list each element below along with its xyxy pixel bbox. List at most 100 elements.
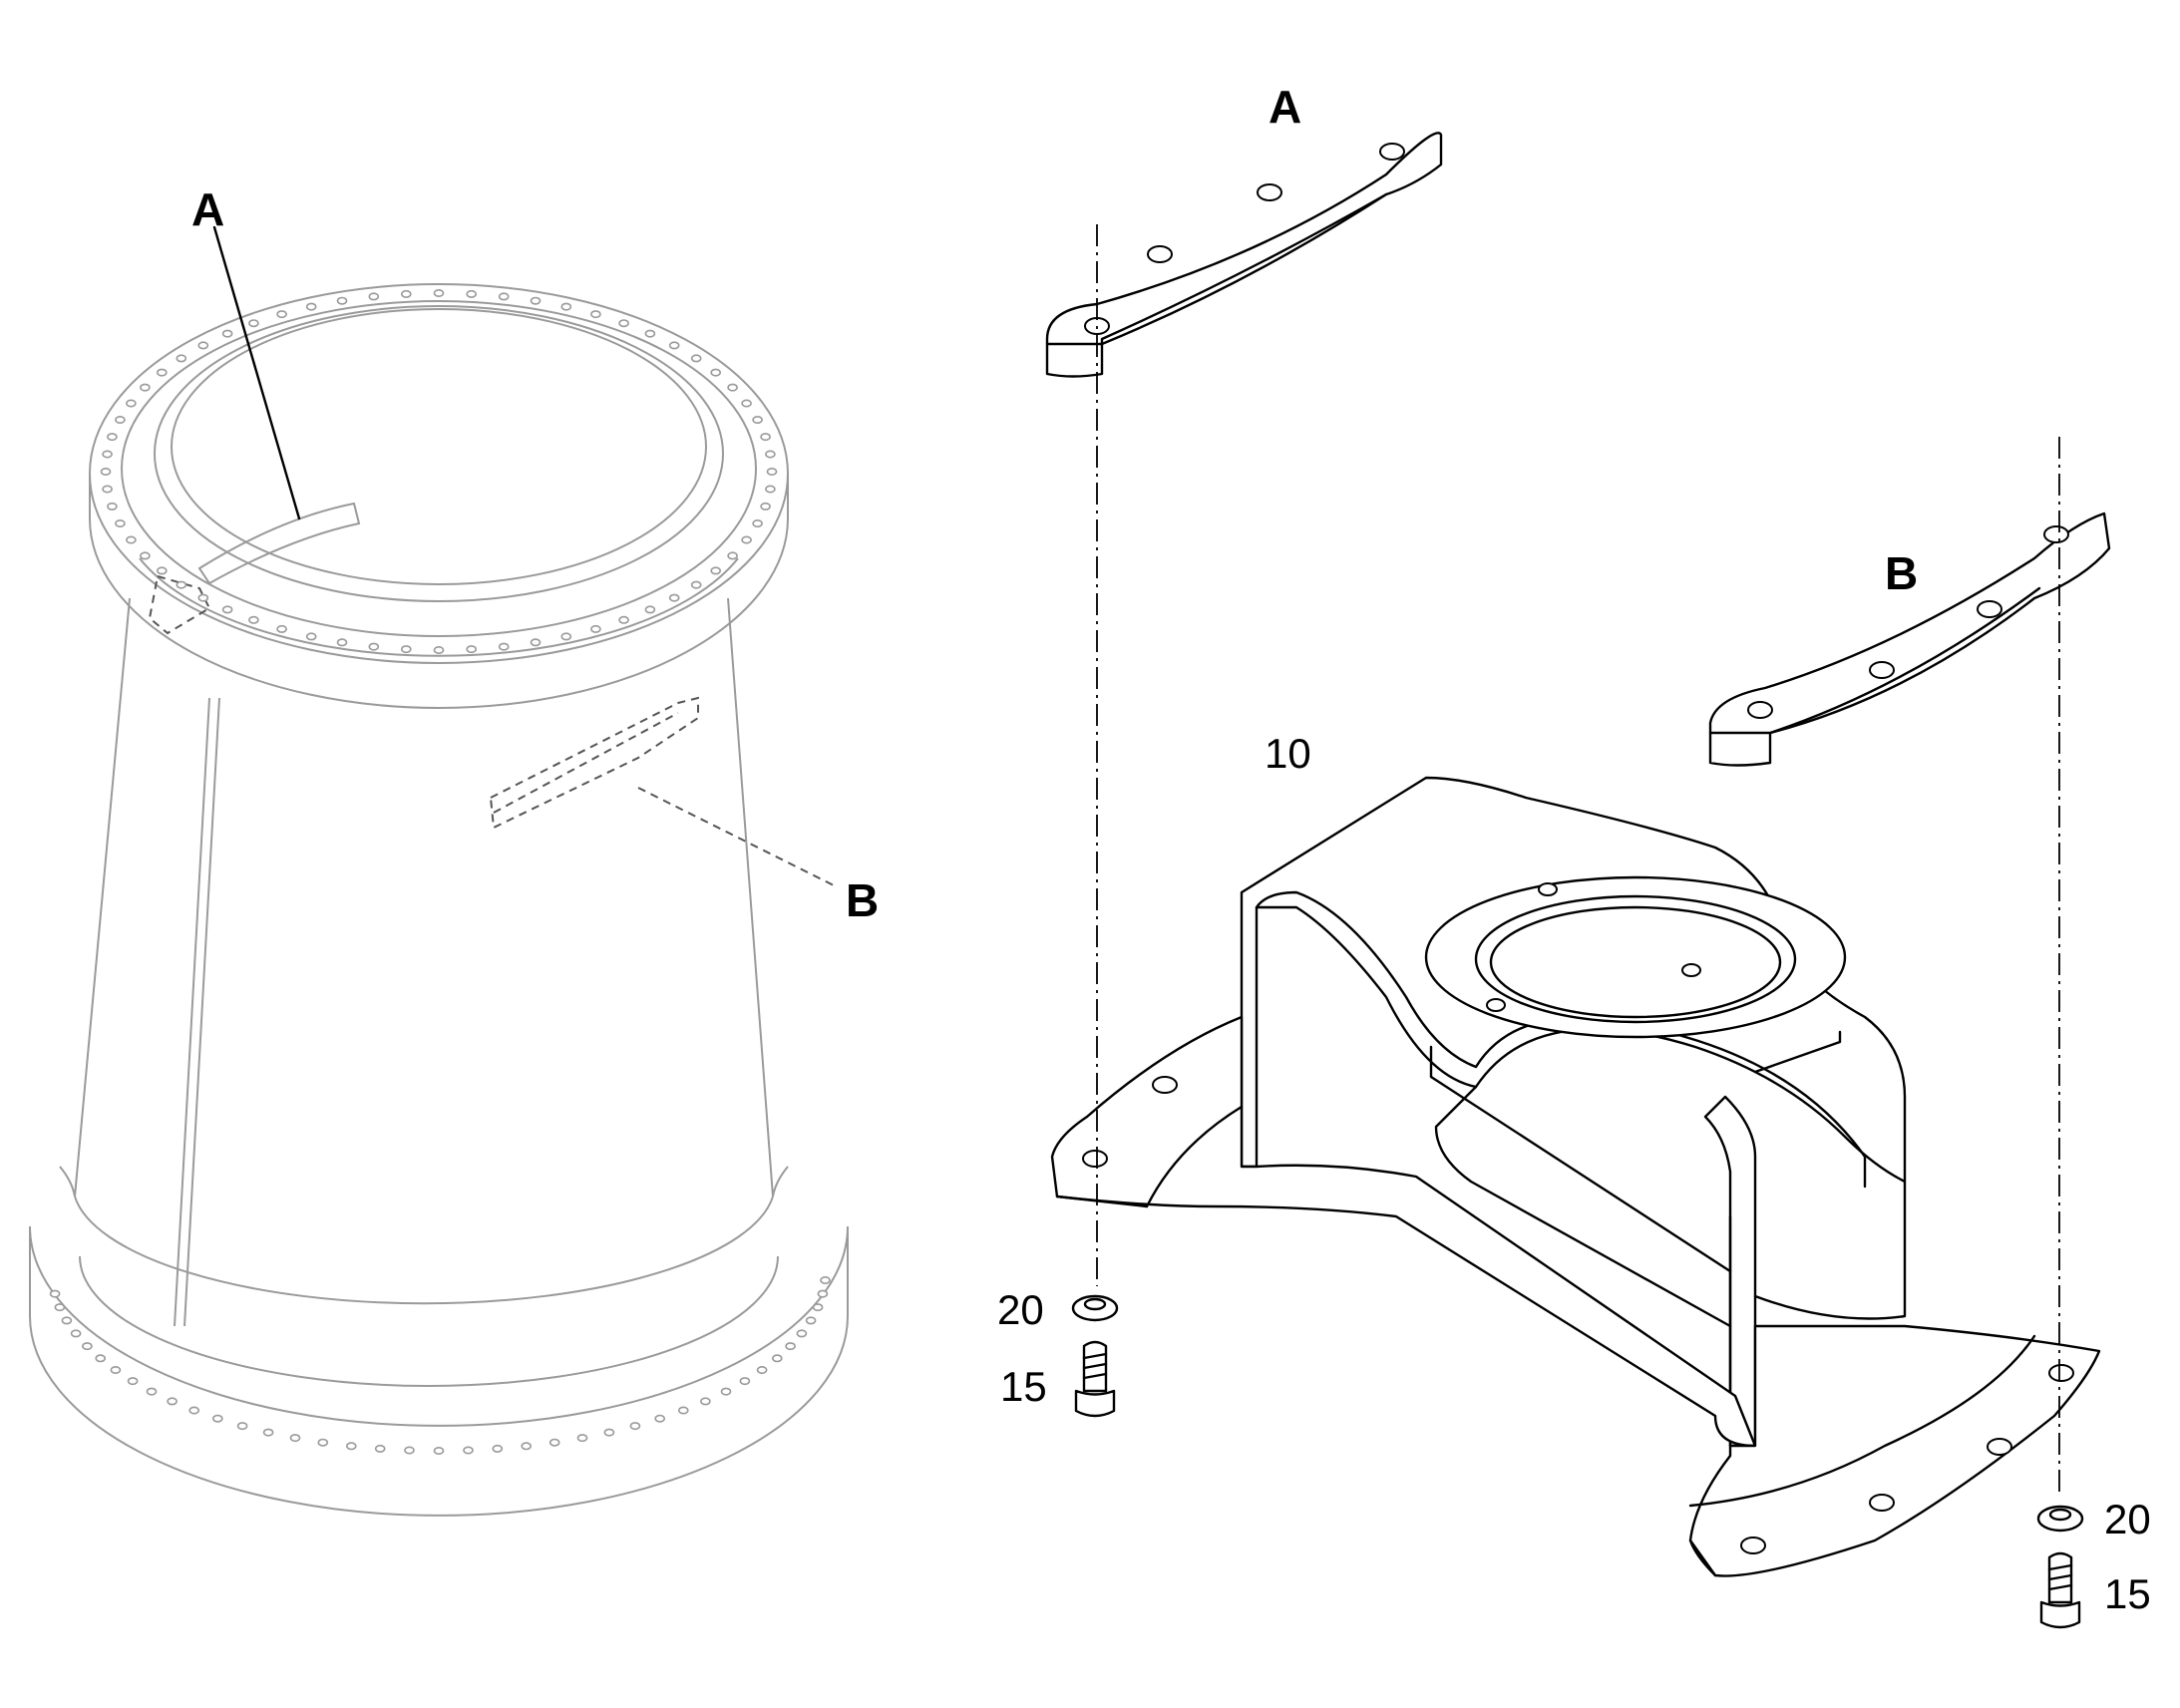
flange-bolt-hole: [466, 289, 478, 298]
flange-bolt-hole: [677, 1406, 689, 1415]
foot-bolt-hole: [1082, 1150, 1108, 1168]
flange-bolt-hole: [345, 1442, 357, 1451]
flange-bolt-hole: [644, 329, 656, 338]
flange-bolt-hole: [690, 580, 702, 589]
flange-bolt-hole: [102, 485, 113, 494]
flange-bolt-hole: [248, 615, 259, 624]
flange-bolt-hole: [765, 485, 776, 494]
part-number-10: 10: [1265, 730, 1311, 777]
flange-bolt-hole: [100, 467, 112, 476]
flange-bolt-hole: [404, 1446, 415, 1455]
flange-bolt-hole: [82, 1342, 93, 1351]
flange-bolt-hole: [110, 1366, 122, 1375]
flange-bolt-hole: [221, 605, 233, 614]
flange-bolt-hole: [498, 292, 510, 301]
leader-line-a: [212, 225, 301, 520]
flange-bolt-hole: [576, 1434, 588, 1443]
flange-bolt-hole: [276, 310, 287, 319]
flange-bolt-hole: [796, 1329, 808, 1338]
part-number-20-left: 20: [997, 1286, 1044, 1333]
flange-bolt-hole: [107, 433, 118, 442]
flange-bolt-hole: [262, 1428, 274, 1437]
flange-bolt-hole: [115, 415, 126, 424]
flange-bolt-hole: [805, 1316, 817, 1325]
flange-bolt-hole: [530, 638, 542, 647]
leader-line-b: [637, 787, 839, 888]
plate-b-hole: [1869, 661, 1895, 679]
plate-a: [1045, 132, 1443, 378]
flange-bolt-hole: [720, 1387, 732, 1396]
flange-bolt-hole: [739, 1377, 751, 1386]
flange-bolt-hole: [690, 354, 702, 363]
ring-bolt-hole: [1681, 963, 1701, 977]
flange-bolt-hole: [618, 319, 629, 328]
flange-bolt-hole: [820, 1276, 831, 1285]
flange-bolt-hole: [756, 1366, 768, 1375]
flange-bolt-hole: [668, 341, 680, 350]
flange-bolt-hole: [102, 450, 113, 459]
flange-bolt-hole: [368, 292, 380, 301]
flange-bolt-hole: [498, 642, 510, 651]
flange-bolt-hole: [752, 415, 763, 424]
flange-bolt-hole: [336, 638, 348, 647]
flange-bolt-hole: [400, 645, 412, 654]
flange-bolt-hole: [61, 1316, 73, 1325]
flange-bolt-hole: [629, 1422, 641, 1431]
flange-bolt-hole: [521, 1442, 533, 1451]
flange-bolt-hole: [785, 1342, 796, 1351]
flange-bolt-hole: [197, 341, 209, 350]
flange-bolt-hole: [727, 383, 738, 392]
flange-bolt-hole: [590, 310, 601, 319]
flange-bolt-hole: [433, 288, 445, 297]
ring-bolt-hole: [1486, 998, 1506, 1012]
flange-bolt-hole: [492, 1444, 504, 1453]
flange-bolt-hole: [176, 580, 187, 589]
bolt-left: [1074, 1340, 1116, 1418]
plate-b: [1708, 512, 2111, 767]
flange-bolt-hole: [146, 1387, 158, 1396]
flange-bolt-hole: [54, 1303, 66, 1312]
flange-bolt-hole: [248, 319, 259, 328]
flange-bolt-hole: [463, 1446, 474, 1455]
flange-bolt-hole: [710, 368, 722, 377]
bolt-right: [2039, 1551, 2081, 1629]
flange-bolt-hole: [368, 642, 380, 651]
flange-bolt-hole: [560, 632, 572, 641]
flange-bolt-hole: [236, 1422, 248, 1431]
flange-bolt-hole: [654, 1414, 666, 1423]
flange-bolt-hole: [317, 1438, 329, 1447]
flange-bolt-hole: [710, 566, 722, 575]
flange-bolt-hole: [176, 354, 187, 363]
foot-bolt-hole: [2048, 1364, 2074, 1382]
flange-bolt-hole: [618, 615, 629, 624]
part-number-15-right: 15: [2104, 1570, 2151, 1617]
flange-bolt-hole: [157, 368, 168, 377]
flange-bolt-hole: [221, 329, 233, 338]
part-number-15-left: 15: [1000, 1363, 1047, 1410]
flange-bolt-hole: [140, 383, 151, 392]
foot-bolt-hole: [1152, 1076, 1178, 1094]
flange-bolt-hole: [752, 518, 763, 527]
ring-bolt-hole: [1538, 882, 1558, 896]
flange-bolt-hole: [374, 1444, 386, 1453]
flange-bolt-hole: [157, 566, 168, 575]
flange-bolt-hole: [107, 502, 118, 511]
flange-bolt-hole: [741, 535, 752, 544]
flange-bolt-hole: [530, 296, 542, 305]
foot-bolt-hole: [1869, 1494, 1895, 1512]
flange-bolt-hole: [812, 1303, 824, 1312]
plate-a-hole: [1147, 245, 1173, 263]
flange-bolt-hole: [95, 1354, 106, 1363]
flange-bolt-hole: [771, 1354, 783, 1363]
flange-bolt-hole: [765, 450, 776, 459]
support-bracket: [1050, 776, 2101, 1577]
flange-bolt-hole: [766, 467, 778, 476]
flange-bolt-hole: [336, 296, 348, 305]
flange-bolt-hole: [433, 1447, 445, 1456]
tower-section: [29, 283, 849, 1517]
flange-bolt-hole: [188, 1406, 199, 1415]
flange-bolt-hole: [466, 645, 478, 654]
plate-b-hole: [1747, 701, 1773, 719]
flange-bolt-hole: [140, 551, 151, 560]
